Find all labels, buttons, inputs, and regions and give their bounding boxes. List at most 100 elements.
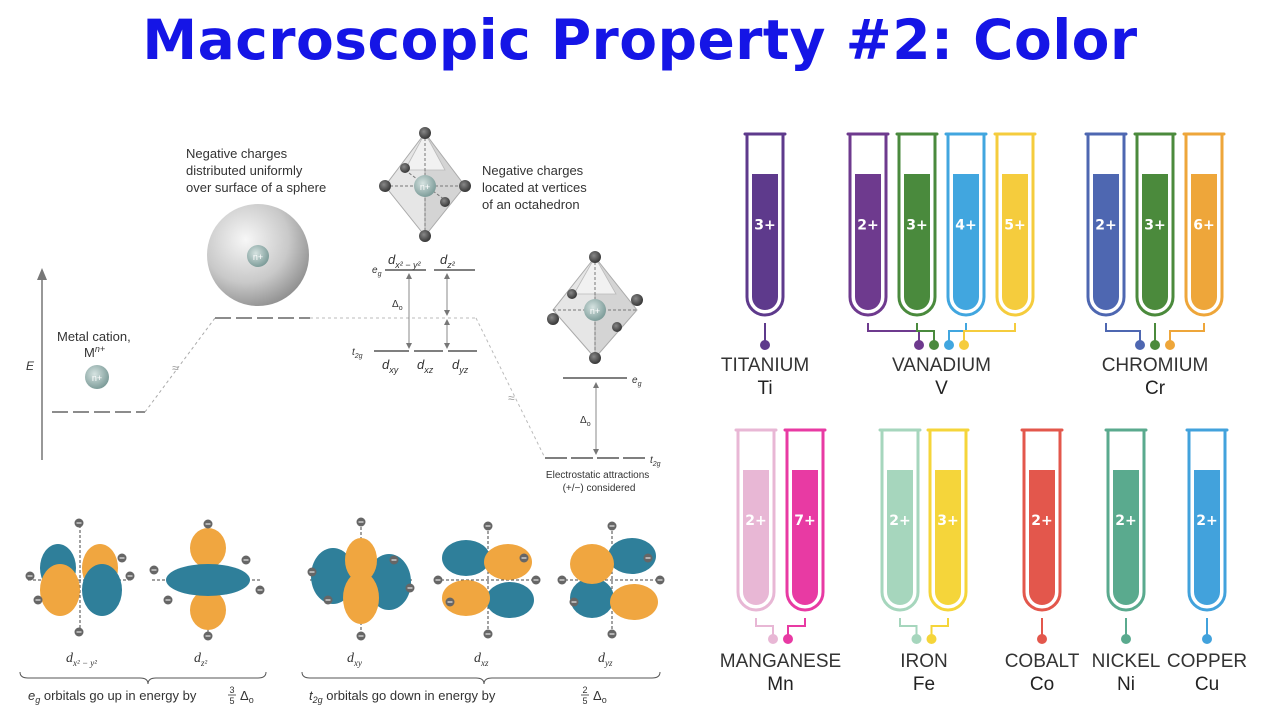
- splitting-diagram: eg dx² − y² dz² Δo t2g dxy dxz dyz ≈: [352, 252, 546, 459]
- tube-connector-dot: [914, 340, 924, 350]
- tube-connector-dot: [768, 634, 778, 644]
- eg-label: eg: [372, 265, 382, 278]
- tube-connector-dot: [1037, 634, 1047, 644]
- oxidation-state-label: 3+: [906, 218, 927, 234]
- element-name: CHROMIUM: [1102, 355, 1209, 376]
- element-symbol: Co: [1030, 674, 1054, 695]
- octahedron-right: n+ eg Δo t2g Electrostatic attractions (…: [545, 251, 661, 494]
- t2g-orbital-3: dyz: [452, 357, 469, 375]
- element-symbol: Ni: [1117, 674, 1135, 695]
- element-name: COBALT: [1005, 651, 1080, 672]
- orbital-label: dz²: [194, 651, 208, 668]
- tube-connector-dot: [1121, 634, 1131, 644]
- tube-liquid: [752, 174, 778, 310]
- orbital-label: dxz: [474, 651, 489, 668]
- tube-liquid: [904, 174, 930, 310]
- element-name: VANADIUM: [892, 355, 991, 376]
- tube-liquid: [792, 470, 818, 605]
- element-name: TITANIUM: [721, 355, 809, 376]
- orbital-2: dz²: [149, 519, 265, 668]
- test-tube: 5+: [959, 132, 1037, 350]
- orbital-captions: eg orbitals go up in energy by 3 5 Δo t2…: [19, 671, 661, 706]
- tube-connector-dot: [911, 634, 922, 644]
- tube-connector-dot: [783, 634, 793, 644]
- test-tube: 2+: [1104, 428, 1148, 644]
- test-tube: 3+: [895, 132, 939, 350]
- orbital-4: dxz: [433, 521, 541, 668]
- eg-caption: eg orbitals go up in energy by: [28, 688, 197, 705]
- element-name: IRON: [900, 651, 948, 672]
- test-tube: 2+: [734, 428, 778, 644]
- tube-liquid: [1002, 174, 1028, 310]
- d-orbitals-row: dx² − y² dz² dxy dxz dyz: [25, 517, 665, 668]
- svg-text:2: 2: [582, 685, 587, 695]
- test-tube: 3+: [1133, 132, 1177, 350]
- oxidation-state-label: 3+: [937, 513, 958, 529]
- tube-liquid: [1194, 470, 1220, 605]
- oxidation-state-label: 2+: [1115, 513, 1136, 529]
- element-name: MANGANESE: [720, 651, 841, 672]
- tube-liquid: [935, 470, 961, 605]
- energy-axis-label: E: [26, 359, 35, 373]
- svg-text:5: 5: [229, 696, 234, 706]
- test-tube: 2+: [1084, 132, 1145, 350]
- svg-text:Δo: Δo: [240, 688, 254, 705]
- tube-connector-dot: [1202, 634, 1212, 644]
- energy-axis: E: [26, 268, 47, 460]
- oxidation-state-label: 7+: [794, 513, 815, 529]
- tube-liquid: [1093, 174, 1119, 310]
- orbital-label: dx² − y²: [66, 651, 97, 668]
- svg-text:n+: n+: [590, 306, 600, 316]
- tube-connector-dot: [760, 340, 770, 350]
- oxidation-state-label: 2+: [889, 513, 910, 529]
- test-tube: 7+: [783, 428, 827, 644]
- cation-symbol: n+: [92, 373, 102, 383]
- oxidation-state-label: 2+: [745, 513, 766, 529]
- tube-connector-dot: [944, 340, 954, 350]
- orbital-3: dxy: [307, 517, 415, 668]
- t2g-orbital-2: dxz: [417, 357, 434, 375]
- eg-orbital-2: dz²: [440, 252, 456, 270]
- element-symbol: Cr: [1145, 378, 1166, 399]
- element-name: NICKEL: [1092, 651, 1161, 672]
- tube-liquid: [1191, 174, 1217, 310]
- orbital-label: dyz: [598, 651, 613, 668]
- oxidation-state-label: 4+: [955, 218, 976, 234]
- tube-liquid: [887, 470, 913, 605]
- oxidation-state-label: 3+: [1144, 218, 1165, 234]
- svg-text:≈: ≈: [172, 361, 179, 375]
- tube-liquid: [953, 174, 979, 310]
- electrostatic-label: Electrostatic attractions (+/−) consider…: [546, 470, 652, 494]
- test-tube: 3+: [926, 428, 970, 644]
- free-ion-group: Metal cation, Mn+ n+ ≈: [52, 317, 216, 413]
- element-symbol: Ti: [757, 378, 772, 399]
- oxidation-state-label: 2+: [1031, 513, 1052, 529]
- t2g-orbital-1: dxy: [382, 357, 399, 375]
- element-symbol: V: [935, 378, 948, 399]
- svg-text:n+: n+: [253, 252, 263, 262]
- tube-connector-dot: [1165, 340, 1175, 350]
- svg-text:Δo: Δo: [580, 415, 591, 428]
- orbital-5: dyz: [557, 521, 665, 668]
- eg-orbital-1: dx² − y²: [388, 252, 421, 270]
- sphere-group: Negative charges distributed uniformly o…: [186, 146, 476, 319]
- octahedron-top: n+ Negative charges located at vertices …: [379, 127, 590, 242]
- octahedron-label: Negative charges located at vertices of …: [482, 163, 590, 212]
- tube-liquid: [1029, 470, 1055, 605]
- cation-ball: [85, 365, 109, 389]
- oxidation-state-label: 5+: [1004, 218, 1025, 234]
- t2g-caption: t2g orbitals go down in energy by: [309, 688, 496, 705]
- test-tube: 2+: [878, 428, 922, 644]
- oxidation-state-label: 6+: [1193, 218, 1214, 234]
- svg-text:t2g: t2g: [650, 455, 661, 468]
- test-tube: 2+: [846, 132, 924, 350]
- delta-o-label: Δo: [392, 299, 403, 312]
- svg-text:5: 5: [582, 696, 587, 706]
- tube-connector-dot: [959, 340, 969, 350]
